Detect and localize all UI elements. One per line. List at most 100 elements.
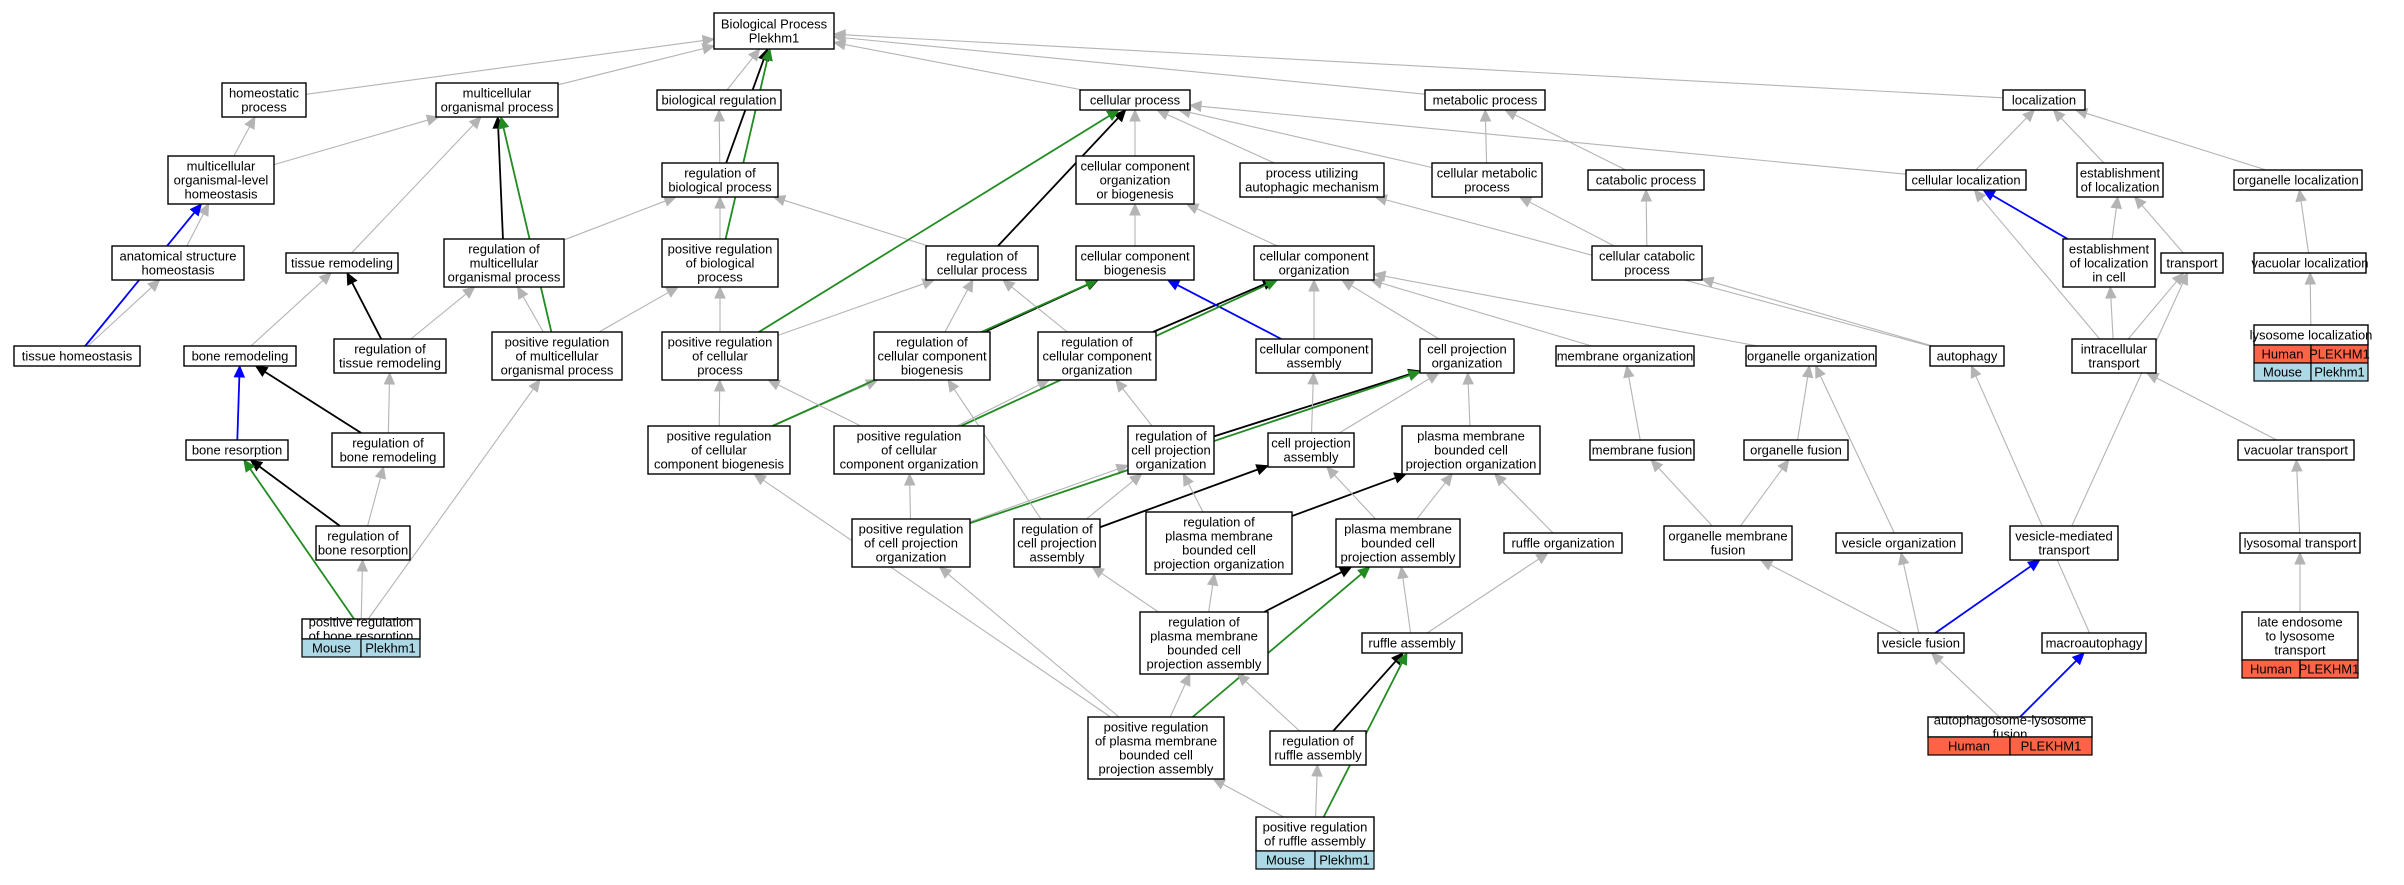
species-label: Mouse bbox=[2263, 365, 2302, 380]
go-term-box bbox=[333, 338, 447, 374]
go-term-tremod[interactable]: tissue remodeling bbox=[285, 252, 399, 274]
go-term-breg[interactable]: biological regulation bbox=[656, 89, 782, 111]
go-term-thomeo[interactable]: tissue homeostasis bbox=[13, 345, 141, 367]
go-term-label: localization bbox=[2012, 93, 2076, 108]
edge-is-a bbox=[1002, 279, 1068, 333]
go-term-label: projection assembly bbox=[1341, 550, 1456, 565]
edge-part-of bbox=[1934, 559, 2041, 634]
go-term-cloc[interactable]: cellular localization bbox=[1905, 169, 2027, 191]
go-term-box bbox=[285, 252, 399, 274]
edge-is-a bbox=[1206, 572, 1219, 613]
go-term-ofus[interactable]: organelle fusion bbox=[1743, 439, 1849, 461]
go-term-metab[interactable]: metabolic process bbox=[1424, 89, 1546, 111]
go-term-label: component organization bbox=[840, 457, 979, 472]
go-term-oorg[interactable]: organelle organization bbox=[1745, 345, 1877, 367]
go-term-cellproc[interactable]: cellular process bbox=[1079, 89, 1191, 111]
go-term-label: organization bbox=[1136, 457, 1207, 472]
edge-is-a bbox=[2110, 195, 2122, 240]
go-term-mfus[interactable]: membrane fusion bbox=[1589, 439, 1695, 461]
go-term-vorg[interactable]: vesicle organization bbox=[1835, 532, 1963, 554]
go-term-label: organization bbox=[1062, 363, 1133, 378]
go-term-label: plasma membrane bbox=[1150, 629, 1258, 644]
edge-is-a bbox=[1369, 277, 1592, 347]
go-term-vloc[interactable]: vacuolar localization bbox=[2251, 252, 2369, 274]
go-term-autoph[interactable]: autophagy bbox=[1929, 345, 2005, 367]
go-term-loc[interactable]: localization bbox=[2002, 89, 2086, 111]
go-term-rassy[interactable]: ruffle assembly bbox=[1361, 632, 1463, 654]
go-term-label: cellular component bbox=[1259, 342, 1369, 357]
go-term-macro[interactable]: macroautophagy bbox=[2041, 632, 2147, 654]
go-term-catab[interactable]: catabolic process bbox=[1587, 169, 1705, 191]
go-term-rorg[interactable]: ruffle organization bbox=[1503, 532, 1623, 554]
edge-regulates bbox=[997, 109, 1127, 247]
go-term-label: multicellular bbox=[463, 86, 532, 101]
go-term-label: bounded cell bbox=[1119, 748, 1193, 763]
edge-positively-regulates bbox=[758, 109, 1120, 333]
go-term-vtrans[interactable]: vacuolar transport bbox=[2237, 439, 2355, 461]
go-term-label: of plasma membrane bbox=[1095, 734, 1217, 749]
edge-is-a bbox=[832, 38, 1083, 91]
edge-is-a bbox=[367, 379, 541, 620]
go-term-bres[interactable]: bone resorption bbox=[185, 439, 289, 461]
go-term-box bbox=[851, 518, 971, 568]
edge-is-a bbox=[2291, 458, 2303, 534]
go-term-bremod[interactable]: bone remodeling bbox=[183, 345, 297, 367]
go-term-box bbox=[1253, 245, 1375, 281]
go-term-transport[interactable]: transport bbox=[2160, 252, 2224, 274]
go-term-vfus[interactable]: vesicle fusion bbox=[1877, 632, 1965, 654]
go-term-label: process bbox=[697, 270, 743, 285]
edge-is-a bbox=[903, 472, 916, 520]
go-term-label: of cellular bbox=[692, 349, 748, 364]
go-term-lysloc[interactable]: lysosome localization bbox=[2250, 324, 2373, 346]
species-label: Mouse bbox=[1266, 853, 1305, 868]
go-term-oloc[interactable]: organelle localization bbox=[2233, 169, 2363, 191]
go-term-morg[interactable]: membrane organization bbox=[1555, 345, 1695, 367]
go-term-lystrans[interactable]: lysosomal transport bbox=[2239, 532, 2361, 554]
